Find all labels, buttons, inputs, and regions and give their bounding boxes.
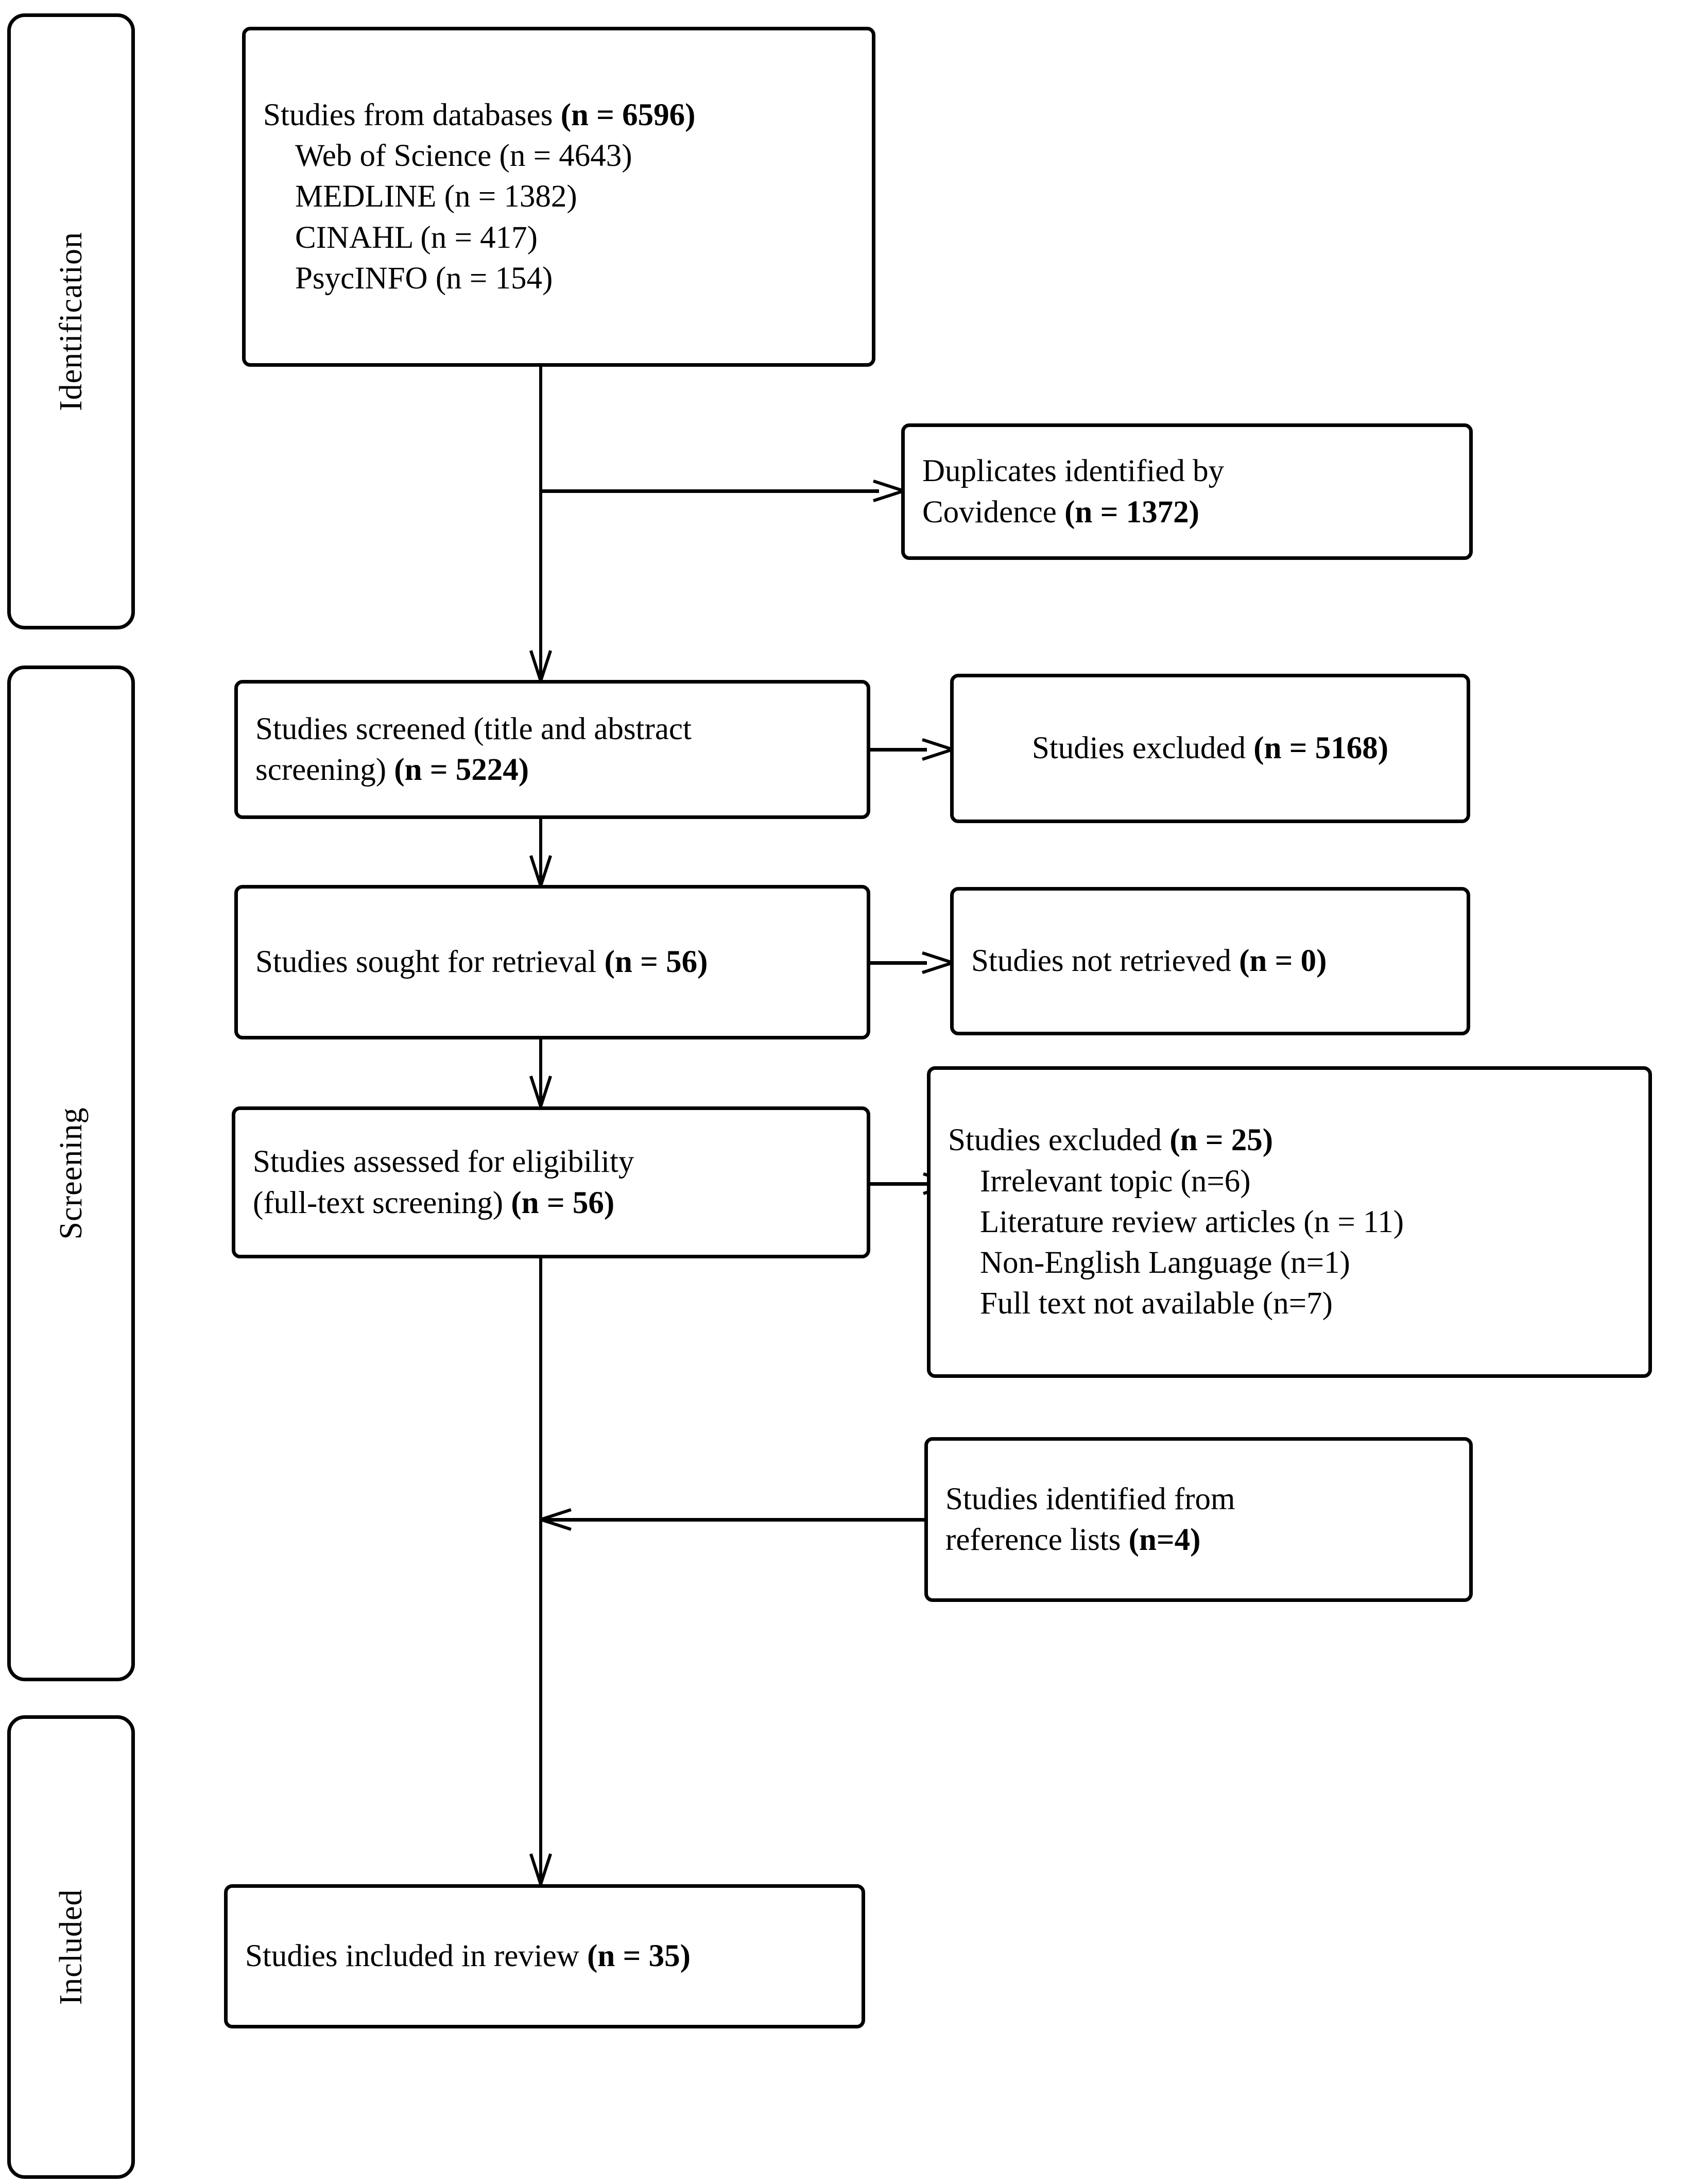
box-studies-included-in-review: Studies included in review (n = 35) (224, 1884, 865, 2028)
source-label: MEDLINE (295, 179, 444, 214)
box-studies-screened: Studies screened (title and abstract scr… (234, 680, 870, 819)
excluded-ta-count: (n = 5168) (1253, 731, 1389, 766)
duplicates-count: (n = 1372) (1064, 494, 1199, 530)
sought-label: Studies sought for retrieval (255, 945, 605, 980)
reason-count: (n=6) (1180, 1164, 1251, 1199)
reason-label: Irrelevant topic (980, 1164, 1181, 1199)
sought-count: (n = 56) (604, 945, 708, 980)
eligibility-line1: Studies assessed for eligibility (253, 1145, 634, 1180)
excluded-fulltext-title: Studies excluded (948, 1123, 1170, 1158)
excluded-fulltext-title-line: Studies excluded (n = 25) (948, 1120, 1631, 1161)
reference-lists-count: (n=4) (1128, 1523, 1201, 1557)
stage-label-screening: Screening (54, 1107, 89, 1240)
source-count: (n = 154) (435, 261, 553, 296)
excluded-ta-text: Studies excluded (n = 5168) (971, 728, 1449, 769)
source-count: (n = 4643) (499, 139, 632, 174)
reference-lists-label: reference lists (945, 1523, 1129, 1557)
reason-count: (n = 11) (1303, 1204, 1404, 1239)
box-studies-excluded-fulltext: Studies excluded (n = 25) Irrelevant top… (927, 1066, 1652, 1378)
databases-source-1: MEDLINE (n = 1382) (263, 176, 854, 217)
not-retrieved-count: (n = 0) (1239, 944, 1327, 979)
box-studies-from-reference-lists: Studies identified from reference lists … (924, 1437, 1473, 1602)
exclusion-reason-3: Full text not available (n=7) (948, 1283, 1631, 1324)
screened-line1: Studies screened (title and abstract (255, 711, 692, 746)
databases-source-3: PsycINFO (n = 154) (263, 258, 854, 299)
screened-text: Studies screened (title and abstract scr… (255, 709, 849, 791)
excluded-ta-label: Studies excluded (1031, 731, 1254, 766)
stage-rail-screening: Screening (7, 666, 135, 1681)
connector-to-excluded-fulltext (870, 1182, 927, 1186)
eligibility-count: (n = 56) (511, 1185, 615, 1220)
eligibility-line2: (full-text screening) (n = 56) (253, 1183, 849, 1223)
screened-line2: screening) (n = 5224) (255, 749, 849, 790)
duplicates-line2: Covidence (n = 1372) (922, 492, 1452, 533)
duplicates-text: Duplicates identified by Covidence (n = … (922, 451, 1452, 533)
reason-label: Full text not available (980, 1286, 1263, 1321)
excluded-fulltext-text: Studies excluded (n = 25) Irrelevant top… (948, 1120, 1631, 1324)
source-label: Web of Science (295, 139, 500, 174)
reason-count: (n=1) (1280, 1245, 1350, 1281)
databases-title-line: Studies from databases (n = 6596) (263, 95, 854, 135)
screened-label: screening) (255, 753, 394, 787)
databases-source-0: Web of Science (n = 4643) (263, 135, 854, 176)
box-studies-not-retrieved: Studies not retrieved (n = 0) (950, 887, 1470, 1035)
reference-lists-line2: reference lists (n=4) (945, 1520, 1452, 1560)
databases-text: Studies from databases (n = 6596) Web of… (263, 95, 854, 299)
stage-label-identification: Identification (54, 232, 89, 411)
source-label: PsycINFO (295, 261, 436, 296)
connector-to-duplicates (539, 489, 879, 493)
connector-sought-to-eligibility (539, 1039, 542, 1106)
eligibility-text: Studies assessed for eligibility (full-t… (253, 1141, 849, 1223)
source-count: (n = 417) (420, 220, 538, 255)
included-label: Studies included in review (245, 1939, 588, 1974)
databases-title-count: (n = 6596) (560, 97, 696, 132)
connector-from-reference-lists (546, 1518, 927, 1522)
box-studies-sought-retrieval: Studies sought for retrieval (n = 56) (234, 885, 870, 1039)
included-count: (n = 35) (587, 1939, 691, 1974)
not-retrieved-line: Studies not retrieved (n = 0) (971, 941, 1449, 981)
box-studies-assessed-eligibility: Studies assessed for eligibility (full-t… (232, 1106, 870, 1258)
databases-source-2: CINAHL (n = 417) (263, 217, 854, 258)
connector-to-not-retrieved (870, 961, 927, 965)
box-studies-excluded-title-abstract: Studies excluded (n = 5168) (950, 674, 1470, 823)
stage-rail-included: Included (7, 1715, 135, 2179)
not-retrieved-label: Studies not retrieved (971, 944, 1240, 979)
box-studies-from-databases: Studies from databases (n = 6596) Web of… (242, 27, 875, 367)
connector-eligibility-to-included (539, 1258, 542, 1884)
sought-text: Studies sought for retrieval (n = 56) (255, 942, 849, 982)
eligibility-label: (full-text screening) (253, 1185, 511, 1220)
connector-to-excluded-ta (870, 748, 927, 752)
screened-count: (n = 5224) (394, 753, 529, 787)
databases-title: Studies from databases (263, 97, 561, 132)
sought-line: Studies sought for retrieval (n = 56) (255, 942, 849, 982)
connector-screened-to-sought (539, 819, 542, 886)
reason-count: (n=7) (1262, 1286, 1333, 1321)
reason-label: Literature review articles (980, 1204, 1304, 1239)
reference-lists-line1: Studies identified from (945, 1481, 1235, 1516)
exclusion-reason-0: Irrelevant topic (n=6) (948, 1161, 1631, 1202)
reason-label: Non-English Language (980, 1245, 1280, 1281)
duplicates-label: Covidence (922, 494, 1065, 530)
reference-lists-text: Studies identified from reference lists … (945, 1479, 1452, 1561)
excluded-ta-line: Studies excluded (n = 5168) (971, 728, 1449, 769)
excluded-fulltext-count: (n = 25) (1169, 1123, 1273, 1158)
included-line: Studies included in review (n = 35) (245, 1936, 844, 1976)
not-retrieved-text: Studies not retrieved (n = 0) (971, 941, 1449, 981)
included-text: Studies included in review (n = 35) (245, 1936, 844, 1976)
stage-label-included: Included (54, 1889, 89, 2005)
source-label: CINAHL (295, 220, 421, 255)
stage-rail-identification: Identification (7, 13, 135, 629)
source-count: (n = 1382) (444, 179, 577, 214)
duplicates-line1: Duplicates identified by (922, 454, 1225, 489)
box-duplicates-identified: Duplicates identified by Covidence (n = … (901, 423, 1473, 560)
exclusion-reason-1: Literature review articles (n = 11) (948, 1202, 1631, 1242)
exclusion-reason-2: Non-English Language (n=1) (948, 1242, 1631, 1283)
connector-databases-spine (539, 367, 542, 681)
